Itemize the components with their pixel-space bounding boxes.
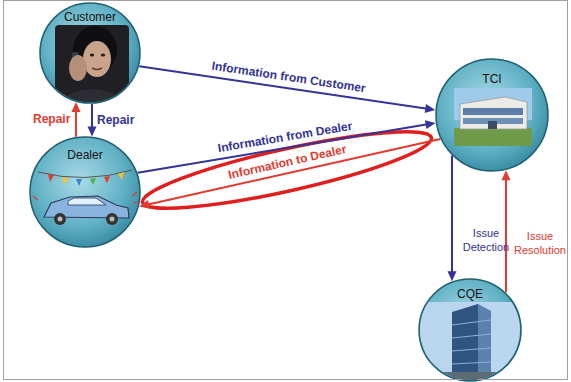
highlight-ellipse [138,117,436,223]
node-circle: Dealer [29,136,141,248]
edge-label: Issue Detection [457,226,515,254]
node-label: Dealer [67,148,102,162]
edge-label: Issue Resolution [511,229,569,257]
edge-label: Repair [97,113,134,127]
arrow-head [425,104,436,113]
arrow-connector [72,102,81,137]
edge-label: Repair [33,112,70,126]
arrow-head [448,271,457,281]
node-label: CQE [457,287,483,301]
arrow-head [88,126,97,136]
circle-shape [30,137,140,247]
arrow-connector [139,139,440,209]
circle-shape [436,59,548,171]
arrow-head [139,200,150,209]
node-label: Customer [64,10,116,24]
node-label: TCI [482,72,501,86]
arrow-line [147,139,440,205]
circle-shape [419,279,521,381]
cqe-tower-photo [420,302,520,382]
dealer-car-drawing [33,170,139,225]
arrow-line [451,156,453,274]
arrow-head [502,170,511,180]
tci-building-photo [454,88,532,146]
arrow-line [75,110,77,137]
arrow-connector [448,156,457,282]
arrow-head [72,102,81,112]
edge-label: Information from Customer [211,59,367,96]
arrow-connector [502,170,511,292]
arrow-line [505,178,507,292]
arrow-line [91,104,93,128]
arrow-connector [88,104,97,136]
customer-photo [55,25,129,110]
arrow-head [425,120,436,129]
